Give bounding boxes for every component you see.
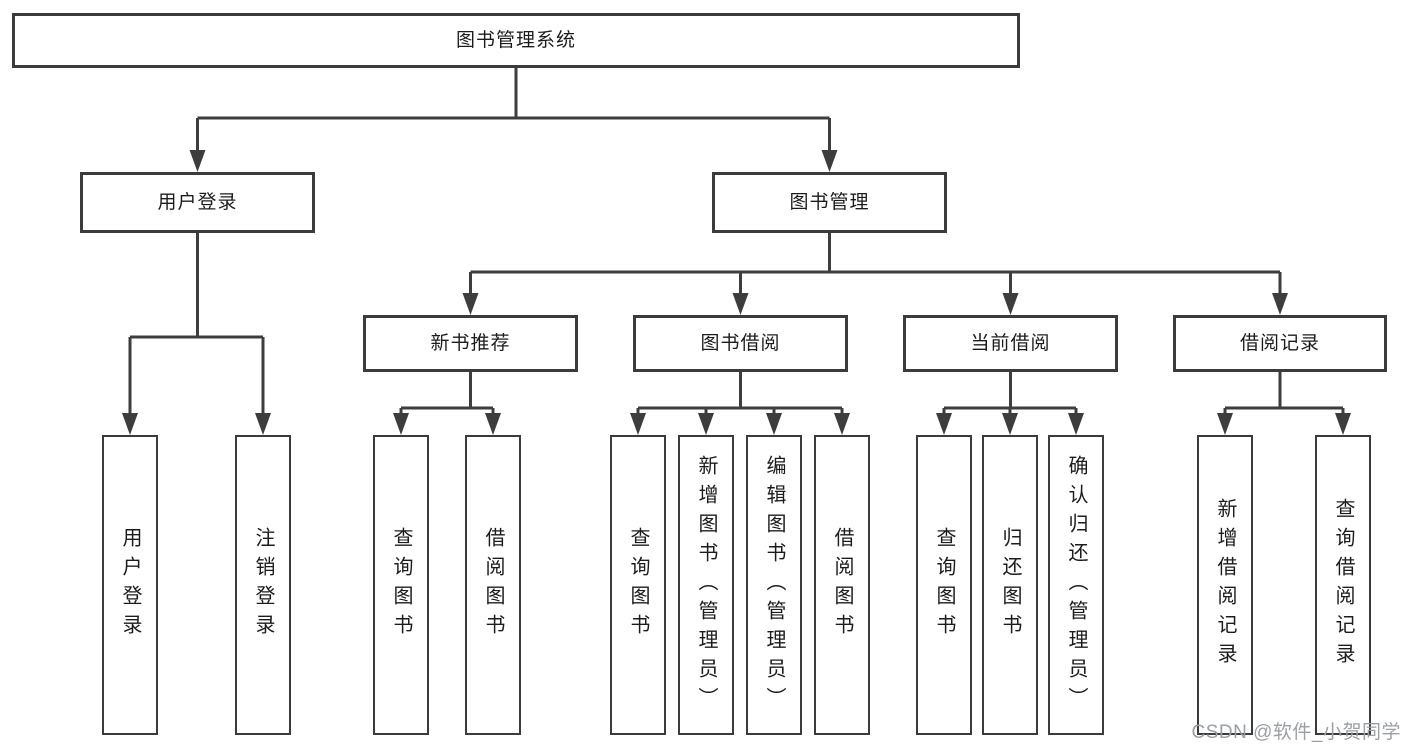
arrowhead xyxy=(630,413,646,435)
connector-borrowrecord-to-leaves xyxy=(1223,372,1345,417)
arrowhead xyxy=(255,413,271,435)
leaf-query-book-recommend: 查询图书 xyxy=(373,435,429,735)
node-book-management: 图书管理 xyxy=(712,172,947,233)
arrowhead xyxy=(1002,293,1019,315)
connector-userlogin-to-leaves xyxy=(128,233,265,417)
leaf-logout: 注销登录 xyxy=(235,435,291,735)
arrowhead xyxy=(732,293,749,315)
leaf-confirm-return-admin: 确认归还（管理员） xyxy=(1048,435,1104,735)
leaf-borrow-book: 借阅图书 xyxy=(814,435,870,735)
leaf-borrow-book-recommend: 借阅图书 xyxy=(465,435,521,735)
arrowhead xyxy=(698,413,714,435)
node-user-login: 用户登录 xyxy=(80,172,315,233)
arrowhead xyxy=(393,413,409,435)
arrowhead xyxy=(766,413,782,435)
node-book-borrowing: 图书借阅 xyxy=(633,315,848,372)
connector-lines xyxy=(128,68,1345,417)
arrowhead xyxy=(1068,413,1084,435)
connector-currentborrow-to-leaves xyxy=(942,372,1078,417)
arrowhead xyxy=(1272,293,1288,315)
arrowhead xyxy=(122,413,138,435)
leaf-user-login: 用户登录 xyxy=(102,435,158,735)
node-borrow-records: 借阅记录 xyxy=(1173,315,1387,372)
arrowhead-layer xyxy=(122,150,1351,435)
leaf-add-borrow-record: 新增借阅记录 xyxy=(1197,435,1253,735)
connector-bookborrow-to-leaves xyxy=(636,372,844,417)
leaf-return-book: 归还图书 xyxy=(982,435,1038,735)
connector-newbookrec-to-leaves xyxy=(399,372,495,417)
node-current-borrowing: 当前借阅 xyxy=(903,315,1118,372)
csdn-watermark: CSDN @软件_小贺同学 xyxy=(1191,722,1401,743)
connector-bookmgmt-to-level2 xyxy=(469,233,1282,297)
node-new-book-recommend: 新书推荐 xyxy=(363,315,578,372)
arrowhead xyxy=(821,150,838,172)
arrowhead xyxy=(1002,413,1018,435)
arrowhead xyxy=(485,413,501,435)
arrowhead xyxy=(936,413,952,435)
leaf-query-book-current: 查询图书 xyxy=(916,435,972,735)
arrowhead xyxy=(1335,413,1351,435)
leaf-edit-book-admin: 编辑图书（管理员） xyxy=(746,435,802,735)
leaf-query-book-borrowing: 查询图书 xyxy=(610,435,666,735)
leaf-query-borrow-record: 查询借阅记录 xyxy=(1315,435,1371,735)
arrowhead xyxy=(462,293,479,315)
arrowhead xyxy=(1217,413,1233,435)
leaf-add-book-admin: 新增图书（管理员） xyxy=(678,435,734,735)
connector-root-to-level1 xyxy=(196,68,831,154)
node-root-system: 图书管理系统 xyxy=(12,13,1020,68)
arrowhead xyxy=(189,150,206,172)
arrowhead xyxy=(834,413,850,435)
